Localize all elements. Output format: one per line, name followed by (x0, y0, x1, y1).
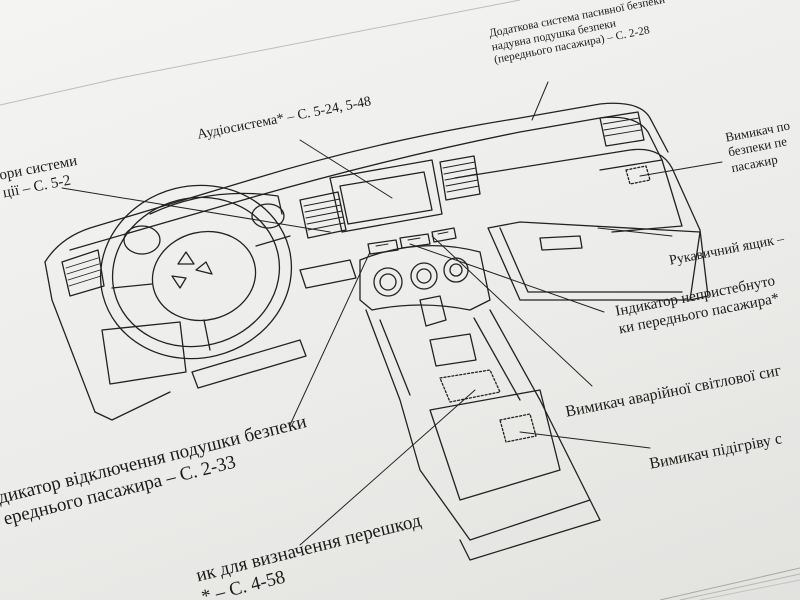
lower-dash (101, 259, 357, 389)
glove-box-handle (539, 235, 583, 251)
page-edge-line (0, 0, 521, 106)
seat-heater-switch-mark (499, 413, 537, 443)
leader-lines (61, 81, 723, 546)
air-vents (61, 111, 645, 297)
mitsubishi-logo (171, 251, 213, 289)
dashboard-outline (44, 102, 709, 421)
center-console (359, 244, 601, 561)
gear-shifter (419, 295, 447, 327)
audio-screen (329, 159, 443, 233)
airbag-off-indicator-mark (439, 369, 501, 403)
airbag-switch-mark (625, 165, 651, 185)
indicator-buttons (367, 227, 457, 255)
instrument-cluster (149, 192, 283, 215)
steering-wheel (99, 184, 293, 360)
page-stack-edges (660, 567, 800, 600)
